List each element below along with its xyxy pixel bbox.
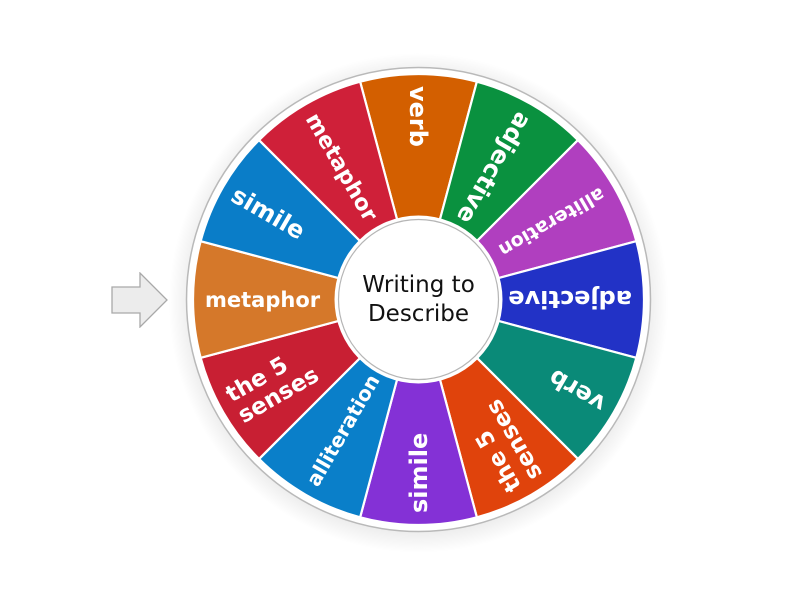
segment-label: simile (405, 433, 433, 513)
segment-label: verb (404, 86, 432, 147)
wheel-title-line2: Describe (368, 301, 469, 327)
wheel-segments[interactable] (191, 72, 646, 527)
arrow-right-icon (111, 271, 168, 329)
wheel-segment[interactable] (417, 240, 646, 359)
wheel-segment[interactable] (359, 72, 478, 301)
wheel-segment[interactable] (191, 240, 420, 359)
segment-label: adjective (508, 285, 632, 313)
wheel-title-line1: Writing to (362, 272, 475, 298)
wheel-pointer[interactable] (111, 271, 169, 329)
wheel-hub[interactable] (337, 218, 500, 381)
wheel-segment[interactable] (359, 298, 478, 527)
segment-label: metaphor (205, 288, 321, 312)
